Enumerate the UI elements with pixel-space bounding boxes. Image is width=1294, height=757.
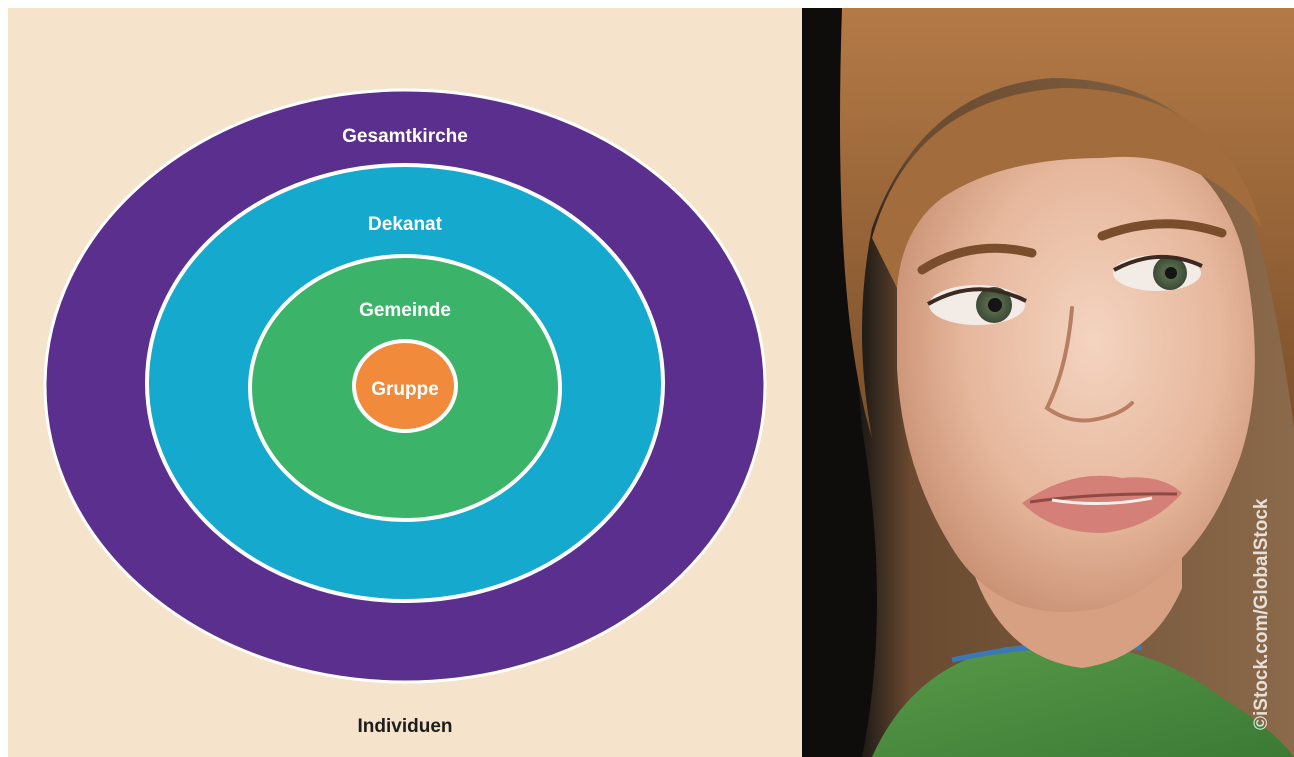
dekanat-label: Dekanat [368, 214, 443, 235]
ring-gruppe [352, 339, 458, 433]
left-eyelid [927, 287, 1027, 306]
lip-line [1029, 492, 1178, 504]
portrait-illustration [802, 8, 1294, 757]
shirt [872, 643, 1294, 757]
gemeinde-label: Gemeinde [359, 300, 451, 321]
gruppe-label: Gruppe [371, 379, 439, 400]
left-pupil [988, 298, 1002, 312]
shadow-area [802, 8, 877, 757]
photo-credit: ©iStock.com/GlobalStock [1251, 498, 1272, 731]
hair-icon [840, 8, 1294, 438]
portrait-photo [802, 8, 1294, 757]
nose [1044, 306, 1134, 423]
teeth [1051, 496, 1153, 506]
nested-circles-diagram: Gesamtkirche Dekanat Gemeinde Gruppe Ind… [8, 8, 802, 757]
diagram-svg: Gesamtkirche Dekanat Gemeinde Gruppe Ind… [43, 88, 767, 737]
right-eyelid [1113, 255, 1203, 272]
right-eyebrow [1097, 219, 1227, 241]
hair-fringe [872, 88, 1262, 288]
gesamtkirche-label: Gesamtkirche [342, 126, 468, 147]
individuen-label: Individuen [358, 716, 453, 737]
left-eyebrow [917, 243, 1037, 275]
right-pupil [1165, 267, 1177, 279]
